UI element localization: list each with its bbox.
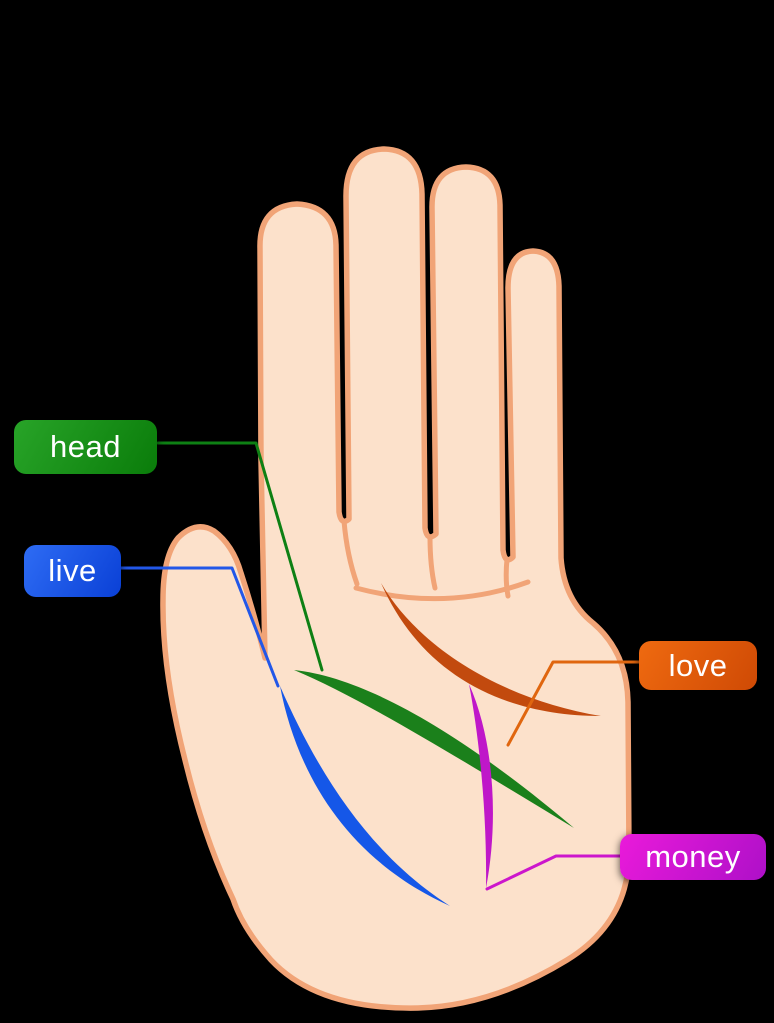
love-label-badge: love [639, 641, 757, 690]
finger-creases [341, 518, 531, 602]
middle-ring-crease [427, 534, 438, 591]
hand-silhouette [160, 146, 632, 1011]
love-leader-line [506, 660, 642, 747]
ring-pinky-crease [503, 556, 511, 599]
money-label-badge: money [620, 834, 766, 880]
live-leader-line [118, 566, 280, 688]
upper-palm-crease [353, 579, 531, 602]
live-label-text: live [48, 553, 97, 588]
love-label-text: love [668, 647, 728, 683]
head-label-badge: head [14, 420, 157, 474]
index-middle-crease [341, 518, 360, 587]
money-leader-line [485, 854, 624, 891]
money-label-text: money [645, 839, 741, 874]
money-line [469, 684, 493, 888]
head-leader-line [156, 441, 324, 672]
head-label-text: head [50, 429, 121, 464]
live-label-badge: live [24, 545, 121, 597]
love-line [381, 583, 601, 716]
